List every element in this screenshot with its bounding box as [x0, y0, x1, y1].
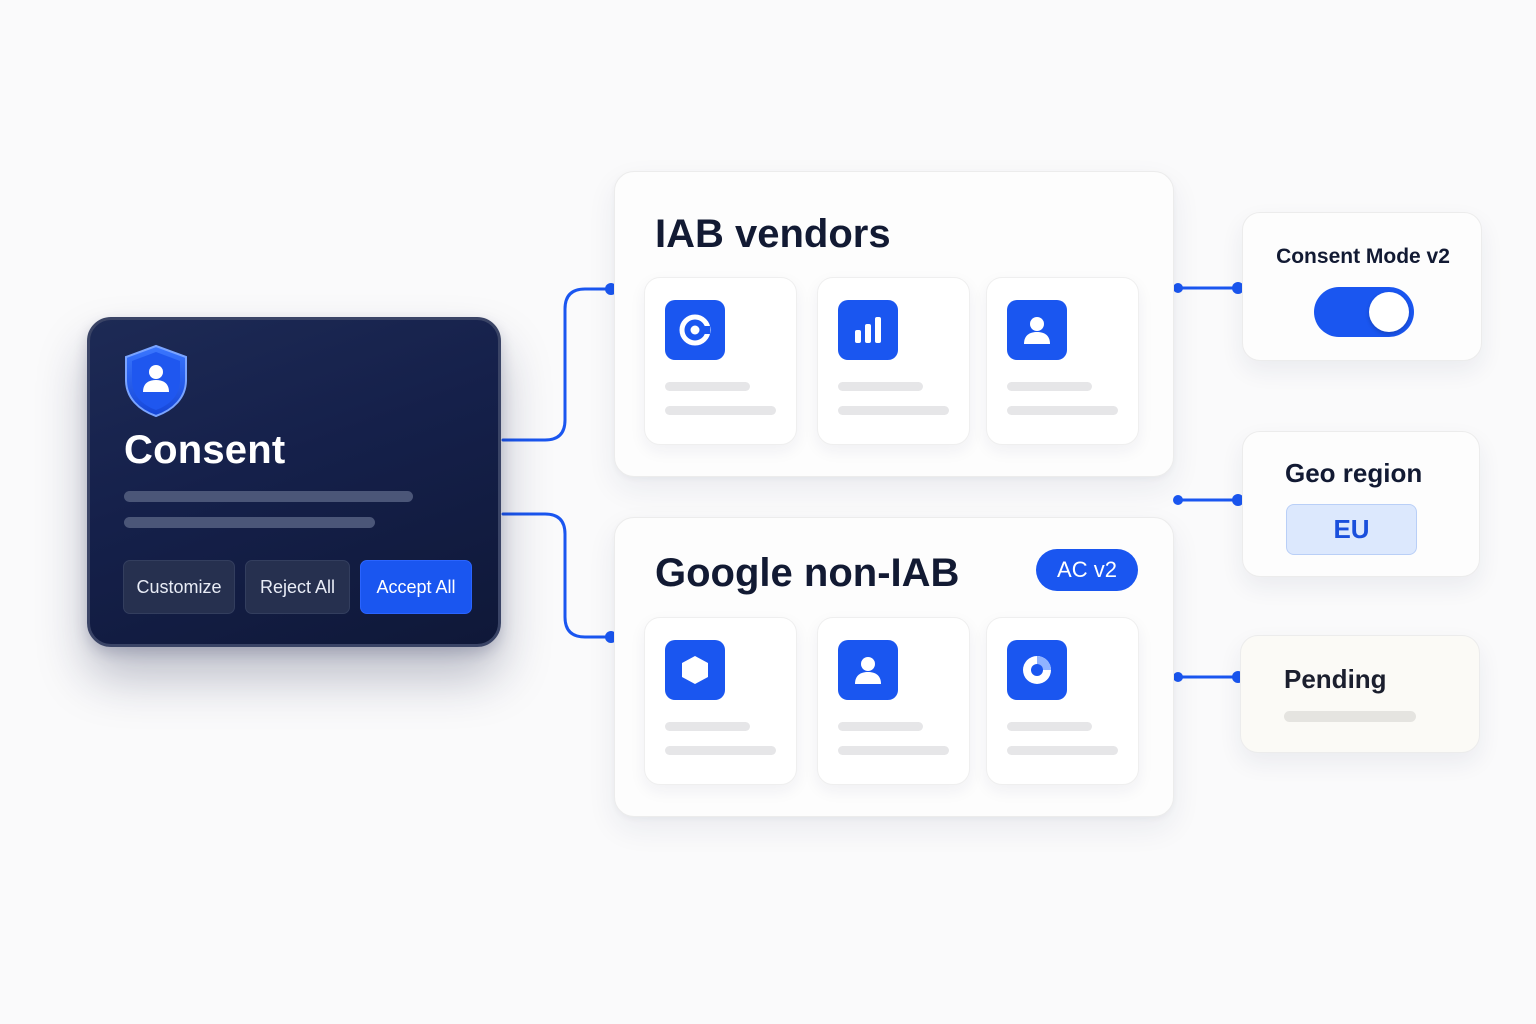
shield-user-icon	[125, 344, 187, 418]
panel-title: IAB vendors	[655, 212, 891, 256]
pending-card: Pending	[1240, 635, 1480, 753]
geo-region-card: Geo region EU	[1242, 431, 1480, 577]
placeholder-text-line	[665, 722, 750, 731]
consent-mode-toggle[interactable]	[1314, 287, 1414, 337]
vendor-card[interactable]	[817, 617, 970, 785]
pending-label: Pending	[1284, 664, 1387, 694]
placeholder-text-line	[838, 722, 923, 731]
placeholder-text-line	[1007, 406, 1118, 415]
connector-consent-to-google	[501, 512, 613, 639]
vendor-card[interactable]	[644, 617, 797, 785]
hexagon-icon	[665, 640, 725, 700]
placeholder-text-line	[1007, 746, 1118, 755]
consent-mode-card: Consent Mode v2	[1242, 212, 1482, 361]
panel-title: Google non-IAB	[655, 551, 960, 595]
google-non-iab-panel: Google non-IAB AC v2	[614, 517, 1174, 817]
connector-consent-to-iab	[501, 287, 613, 442]
bar-chart-icon	[838, 300, 898, 360]
placeholder-text-line	[665, 382, 750, 391]
consent-mode-label: Consent Mode v2	[1276, 245, 1450, 268]
consent-title: Consent	[124, 428, 286, 472]
placeholder-text-line	[1007, 722, 1092, 731]
placeholder-text-line	[838, 746, 949, 755]
iab-vendors-panel: IAB vendors	[614, 171, 1174, 477]
accept-all-button[interactable]: Accept All	[360, 560, 472, 614]
user-icon	[1007, 300, 1067, 360]
toggle-knob	[1369, 292, 1409, 332]
customize-button[interactable]: Customize	[123, 560, 235, 614]
placeholder-text-line	[838, 382, 923, 391]
placeholder-text-line	[665, 406, 776, 415]
connector-dot	[1173, 283, 1183, 293]
vendor-card[interactable]	[644, 277, 797, 445]
pie-chart-icon	[1007, 640, 1067, 700]
placeholder-text-line	[124, 517, 375, 528]
vendor-card[interactable]	[817, 277, 970, 445]
connector-dot	[1173, 495, 1183, 505]
vendor-card[interactable]	[986, 617, 1139, 785]
vendor-card[interactable]	[986, 277, 1139, 445]
reject-all-button[interactable]: Reject All	[245, 560, 350, 614]
ac-version-badge: AC v2	[1036, 549, 1138, 591]
consent-banner-card: Consent Customize Reject All Accept All	[87, 317, 501, 647]
placeholder-text-line	[124, 491, 413, 502]
geo-region-label: Geo region	[1285, 458, 1423, 488]
placeholder-text-line	[1284, 711, 1416, 722]
target-icon	[665, 300, 725, 360]
user-icon	[838, 640, 898, 700]
placeholder-text-line	[665, 746, 776, 755]
placeholder-text-line	[838, 406, 949, 415]
placeholder-text-line	[1007, 382, 1092, 391]
geo-region-chip[interactable]: EU	[1286, 504, 1417, 555]
connector-dot	[1173, 672, 1183, 682]
